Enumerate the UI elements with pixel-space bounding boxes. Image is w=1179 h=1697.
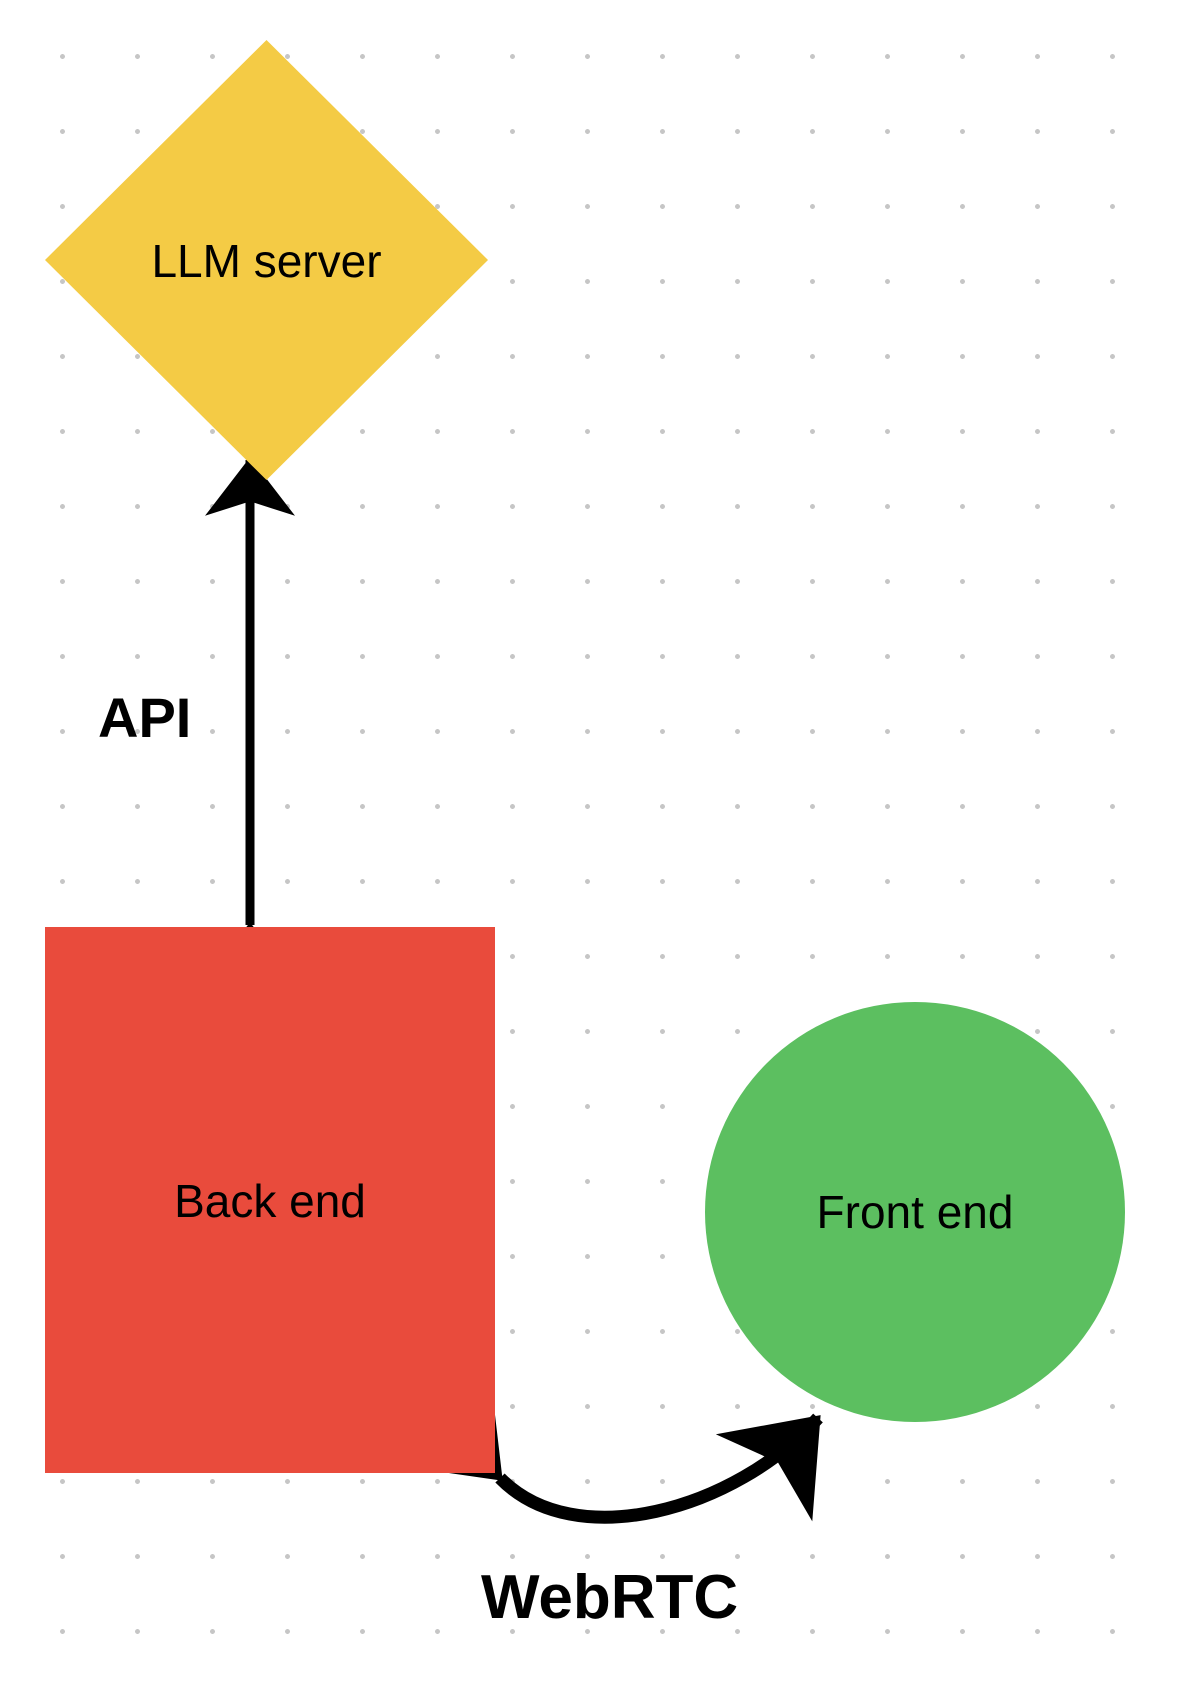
edge-label-webrtc: WebRTC — [481, 1563, 739, 1632]
node-llm-server[interactable]: LLM server — [45, 40, 488, 480]
square-shape — [45, 927, 495, 1473]
node-back-end[interactable]: Back end — [45, 927, 495, 1473]
circle-shape — [705, 1002, 1125, 1422]
diamond-shape — [45, 40, 488, 480]
node-front-end[interactable]: Front end — [705, 1002, 1125, 1422]
edge-label-api: API — [98, 686, 192, 749]
webrtc-arrow-curve — [397, 1374, 823, 1524]
